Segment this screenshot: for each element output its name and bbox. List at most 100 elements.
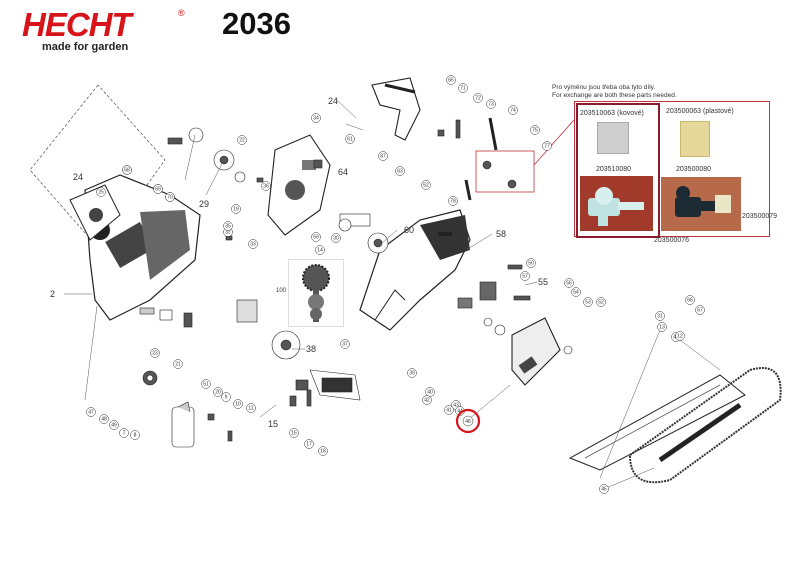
note-line-en: For exchange are both these parts needed… [552,92,677,99]
callout-label: 68 [124,168,130,174]
callout-label: 71 [460,86,466,92]
callout-label: 66 [687,298,693,304]
callout-label: 50 [528,261,534,267]
callout-circle [446,75,456,85]
callout-label: 54 [573,290,579,296]
callout-circle [109,420,119,430]
leader-lines [64,99,721,490]
callout-label: 20 [215,390,221,396]
callout-55: 55 [538,277,548,287]
callout-circle [655,311,665,321]
callout-circle [407,368,417,378]
callout-circle [675,331,685,341]
callout-label: 42 [424,398,430,404]
callout-label: 87 [380,154,386,160]
callout-label: 59 [313,235,319,241]
callout-label: 18 [320,449,326,455]
callout-circle [378,151,388,161]
callout-circle [520,271,530,281]
callout-circle [473,93,483,103]
callout-60: 60 [404,225,414,235]
small-parts [139,117,573,448]
callout-label: 40 [427,390,433,396]
registered-mark: ® [178,8,185,18]
callout-2: 2 [50,289,55,299]
callout-100: 100 [276,288,287,294]
callout-circle [237,135,247,145]
callout-circle [657,322,667,332]
metal-worm-photo [597,122,629,154]
oil-pump-plastic-photo [661,177,741,231]
callout-circle [315,245,325,255]
callout-circle [221,392,231,402]
callout-label: 30 [333,236,339,242]
callout-label: 32 [225,230,231,236]
callout-circle [345,134,355,144]
oil-pump-metal-photo [580,176,653,231]
callout-circle [150,348,160,358]
callout-circle [564,278,574,288]
small-callouts: 2627282523212232333487636261657172737475… [86,75,705,494]
callout-64: 64 [338,167,348,177]
callout-label: 39 [409,371,415,377]
plastic-part-code2: 203500079 [742,213,778,220]
gearbox-cover [267,134,331,236]
callout-label: 53 [585,300,591,306]
callout-circle [508,105,518,115]
callout-label: 77 [544,144,550,150]
callout-label: 37 [342,342,348,348]
plastic-part-code: 203500080 [676,166,712,173]
guide-bar [568,374,746,471]
callout-circle [119,428,129,438]
plastic-part-title: 203500063 (plastové) [666,108,734,115]
callout-label: 8 [134,433,137,439]
callout-circle [583,297,593,307]
callout-label: 25 [98,190,104,196]
callout-circle [248,239,258,249]
callout-24a: 24 [73,172,83,182]
callout-circle [153,184,163,194]
callout-circle [130,430,140,440]
callout-circle [99,414,109,424]
callout-circle [458,83,468,93]
parts-box-outer [574,101,770,237]
callout-label: 19 [233,207,239,213]
callout-circle [201,379,211,389]
callout-label: 72 [475,96,481,102]
callout-label: 10 [235,402,241,408]
callout-label: 74 [510,108,516,114]
callout-label: 21 [175,362,181,368]
large-callouts: 2 24 24 29 64 60 58 55 38 15 100 [50,96,548,429]
callout-circle [530,125,540,135]
callout-circle [96,187,106,197]
callout-label: 12 [677,334,683,340]
callout-circle [486,99,496,109]
callout-circle [571,287,581,297]
callout-label: 11 [248,406,253,412]
callout-label: 56 [566,281,572,287]
oil-pump-pointer [533,119,575,166]
callout-circle [122,165,132,175]
callout-label: 16 [291,431,297,437]
callout-label: 36 [263,184,269,190]
callout-circle [233,399,243,409]
callout-label: 35 [225,224,231,230]
callout-circle [311,113,321,123]
callout-label: 70 [167,195,173,201]
callout-circle [395,166,405,176]
metal-part-title: 203510063 (kovové) [580,110,644,117]
callout-label: 45 [601,487,607,493]
callout-label: 78 [450,199,456,205]
sprocket-cover [511,317,561,386]
callout-label: 62 [423,183,429,189]
highlight-label: 46 [465,419,471,425]
callout-label: 57 [522,274,528,280]
callout-58: 58 [496,229,506,239]
callout-circle [596,297,606,307]
callout-15: 15 [268,419,278,429]
callout-circle [542,141,552,151]
callout-label: 31 [657,314,663,320]
callout-label: 7 [123,431,126,437]
brand-logo: HECHT ® made for garden [22,8,192,53]
